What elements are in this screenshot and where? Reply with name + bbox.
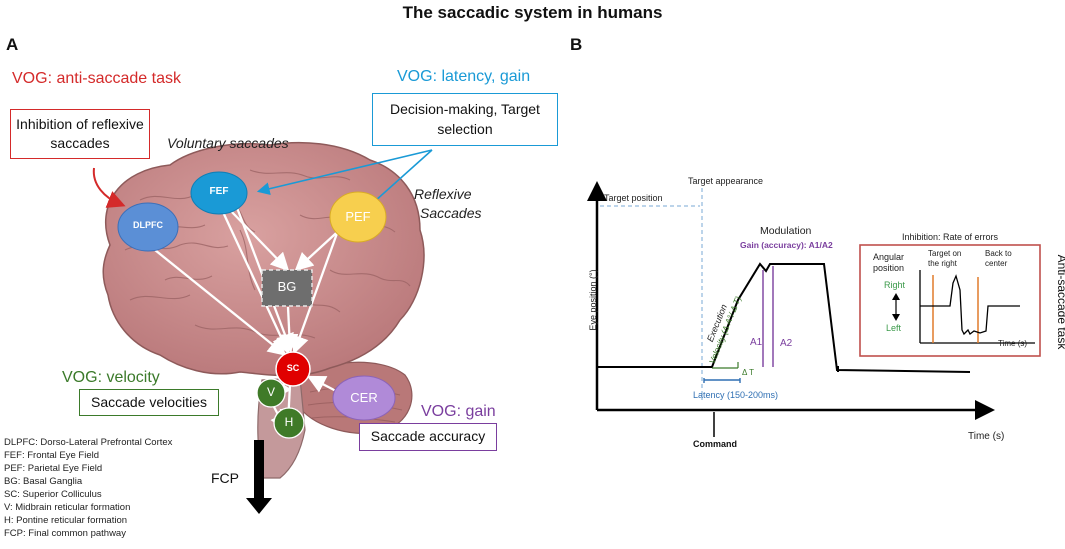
sc-label: SC xyxy=(286,363,300,373)
panel-a-label: A xyxy=(6,35,19,54)
dlpfc-node xyxy=(117,202,179,252)
fcp-arrow-head xyxy=(246,498,272,514)
vog-antisaccade-label: VOG: anti-saccade task xyxy=(12,70,181,87)
legend-item: DLPFC: Dorso-Lateral Prefrontal Cortex xyxy=(4,437,173,448)
fcp-label: FCP xyxy=(211,470,239,486)
pef-label: PEF xyxy=(345,209,371,224)
sc-node xyxy=(275,351,311,387)
command-label: Command xyxy=(693,439,738,449)
decision-box: Decision-making, Target selection xyxy=(372,93,558,146)
a2-label: A2 xyxy=(780,338,793,349)
legend-item: V: Midbrain reticular formation xyxy=(4,502,131,513)
inset-position-label: position xyxy=(873,263,905,273)
h-node xyxy=(273,407,305,439)
figure-title: The saccadic system in humans xyxy=(402,3,663,22)
a1-label: A1 xyxy=(750,337,763,348)
inset-trace xyxy=(920,274,1020,336)
fef-label: FEF xyxy=(209,186,229,197)
modulation-label: Modulation xyxy=(760,225,812,237)
y-axis-label: Eye position (°) xyxy=(588,269,598,331)
anti-saccade-side-label: Anti-saccade task xyxy=(1055,254,1065,350)
eye-position-trace xyxy=(597,262,971,373)
inset-back-2: center xyxy=(985,259,1008,268)
target-appearance-label: Target appearance xyxy=(688,176,764,186)
inhibition-box: Inhibition of reflexive saccades xyxy=(10,109,150,159)
inset-right-label: Right xyxy=(884,280,906,290)
inset-target-right-1: Target on xyxy=(928,249,962,258)
legend-item: FCP: Final common pathway xyxy=(4,528,126,539)
reflexive-label-1: Reflexive xyxy=(414,186,472,202)
delta-t-label: Δ T xyxy=(742,368,755,377)
panel-b-label: B xyxy=(570,35,583,54)
inset-box xyxy=(859,244,1041,357)
target-position-label: Target position xyxy=(604,193,663,203)
reflexive-label-2: Saccades xyxy=(420,205,482,221)
gain-label: Gain (accuracy): A1/A2 xyxy=(740,240,833,250)
inset-title: Inhibition: Rate of errors xyxy=(902,232,999,242)
velocities-box: Saccade velocities xyxy=(79,389,219,416)
voluntary-saccades-label: Voluntary saccades xyxy=(167,135,289,151)
inset-back-1: Back to xyxy=(985,249,1012,258)
bg-label: BG xyxy=(277,279,297,294)
legend-item: FEF: Frontal Eye Field xyxy=(4,450,100,461)
dlpfc-label: DLPFC xyxy=(133,220,163,230)
vog-gain-label: VOG: gain xyxy=(421,403,496,420)
legend-item: PEF: Parietal Eye Field xyxy=(4,463,103,474)
inset-time-label: Time (s) xyxy=(998,339,1028,348)
vog-latency-gain-label: VOG: latency, gain xyxy=(397,68,531,85)
vog-velocity-label: VOG: velocity xyxy=(62,369,160,386)
cer-node xyxy=(332,375,396,421)
inset-left-label: Left xyxy=(886,323,902,333)
legend-item: BG: Basal Ganglia xyxy=(4,476,83,487)
legend-item: SC: Superior Colliculus xyxy=(4,489,102,500)
v-node xyxy=(256,378,286,408)
v-label: V xyxy=(266,385,275,399)
inset-target-right-2: the right xyxy=(928,259,957,268)
legend-item: H: Pontine reticular formation xyxy=(4,515,128,526)
x-axis-label: Time (s) xyxy=(968,431,1005,442)
inset-angular-label: Angular xyxy=(873,252,905,262)
accuracy-box: Saccade accuracy xyxy=(359,423,497,451)
bg-node xyxy=(261,269,313,307)
fef-node xyxy=(190,171,248,215)
fcp-arrow-shaft xyxy=(254,440,264,500)
latency-label: Latency (150-200ms) xyxy=(693,390,779,400)
h-label: H xyxy=(284,415,294,429)
pef-node xyxy=(329,191,387,243)
cer-label: CER xyxy=(350,390,378,405)
